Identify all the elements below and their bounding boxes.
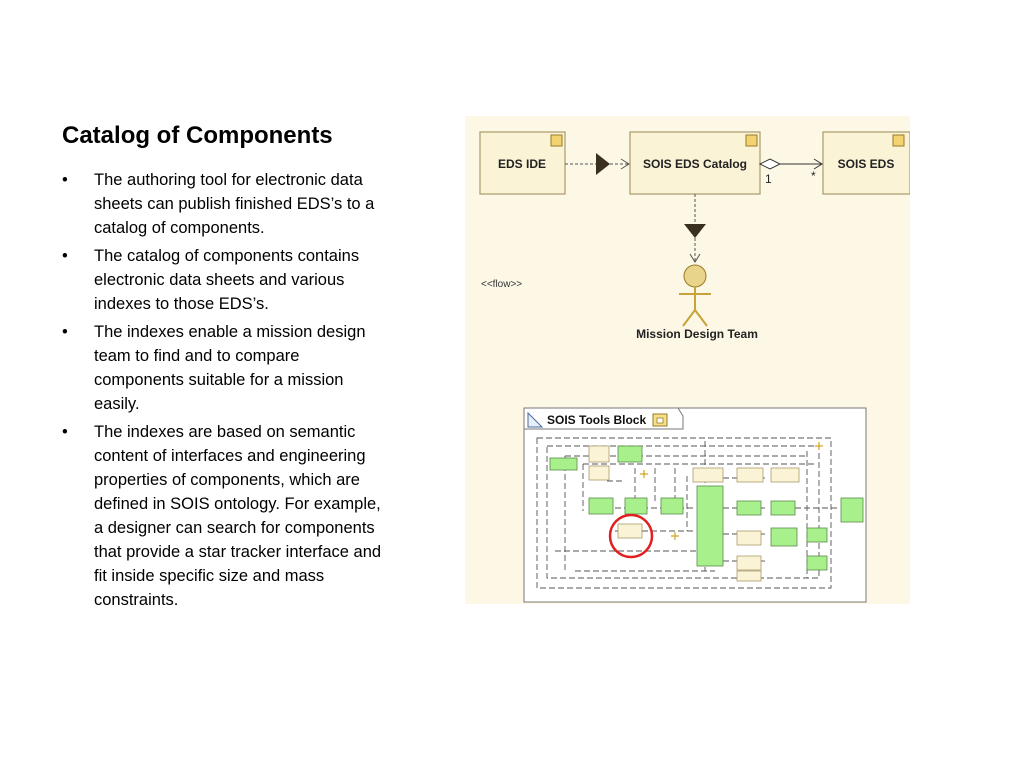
sois-eds-block: SOIS EDS	[822, 131, 910, 195]
bullet-marker: •	[62, 423, 68, 441]
bullet-marker: •	[62, 247, 68, 265]
actor-label: Mission Design Team	[636, 327, 758, 341]
block-icon	[745, 134, 758, 147]
tools-block-markers	[640, 442, 823, 540]
bullet-item: • The authoring tool for electronic data …	[62, 168, 392, 240]
tools-block-components	[549, 445, 864, 582]
tools-block-title: SOIS Tools Block	[547, 413, 646, 427]
catalog-label: SOIS EDS Catalog	[643, 157, 747, 171]
sois-eds-label: SOIS EDS	[838, 157, 895, 171]
bullet-item: • The catalog of components contains elec…	[62, 244, 392, 316]
bullet-item: • The indexes are based on semantic conte…	[62, 420, 392, 612]
diagram-type-icon	[527, 411, 544, 428]
bullet-marker: •	[62, 171, 68, 189]
package-icon	[652, 413, 668, 427]
bullet-list: • The authoring tool for electronic data …	[62, 168, 392, 616]
tools-block-thumbnail: SOIS Tools Block	[523, 407, 867, 603]
slide-title: Catalog of Components	[62, 122, 333, 149]
bullet-text: The catalog of components contains elect…	[94, 247, 360, 313]
tools-block-connectors	[536, 437, 840, 589]
catalog-diagram: EDS IDE SOIS EDS Catalog SOIS EDS 1	[465, 116, 910, 604]
eds-ide-block: EDS IDE	[479, 131, 566, 195]
flow-arrow-catalog-team	[684, 194, 706, 263]
multiplicity-many: *	[811, 169, 816, 183]
catalog-block: SOIS EDS Catalog	[629, 131, 761, 195]
eds-ide-label: EDS IDE	[498, 157, 546, 171]
bullet-item: • The indexes enable a mission design tea…	[62, 320, 392, 416]
aggregation-association: 1 *	[758, 158, 823, 186]
block-icon	[550, 134, 563, 147]
actor-icon	[679, 264, 711, 327]
multiplicity-one: 1	[765, 172, 772, 186]
bullet-text: The indexes enable a mission design team…	[94, 323, 366, 413]
flow-arrow-ide-catalog	[565, 153, 630, 175]
bullet-text: The authoring tool for electronic data s…	[94, 171, 375, 237]
flow-stereotype-label: <<flow>>	[481, 279, 522, 290]
bullet-marker: •	[62, 323, 68, 341]
bullet-text: The indexes are based on semantic conten…	[94, 423, 382, 609]
diagram-canvas: EDS IDE SOIS EDS Catalog SOIS EDS 1	[465, 116, 910, 604]
block-icon	[892, 134, 905, 147]
highlight-circle	[608, 513, 654, 559]
